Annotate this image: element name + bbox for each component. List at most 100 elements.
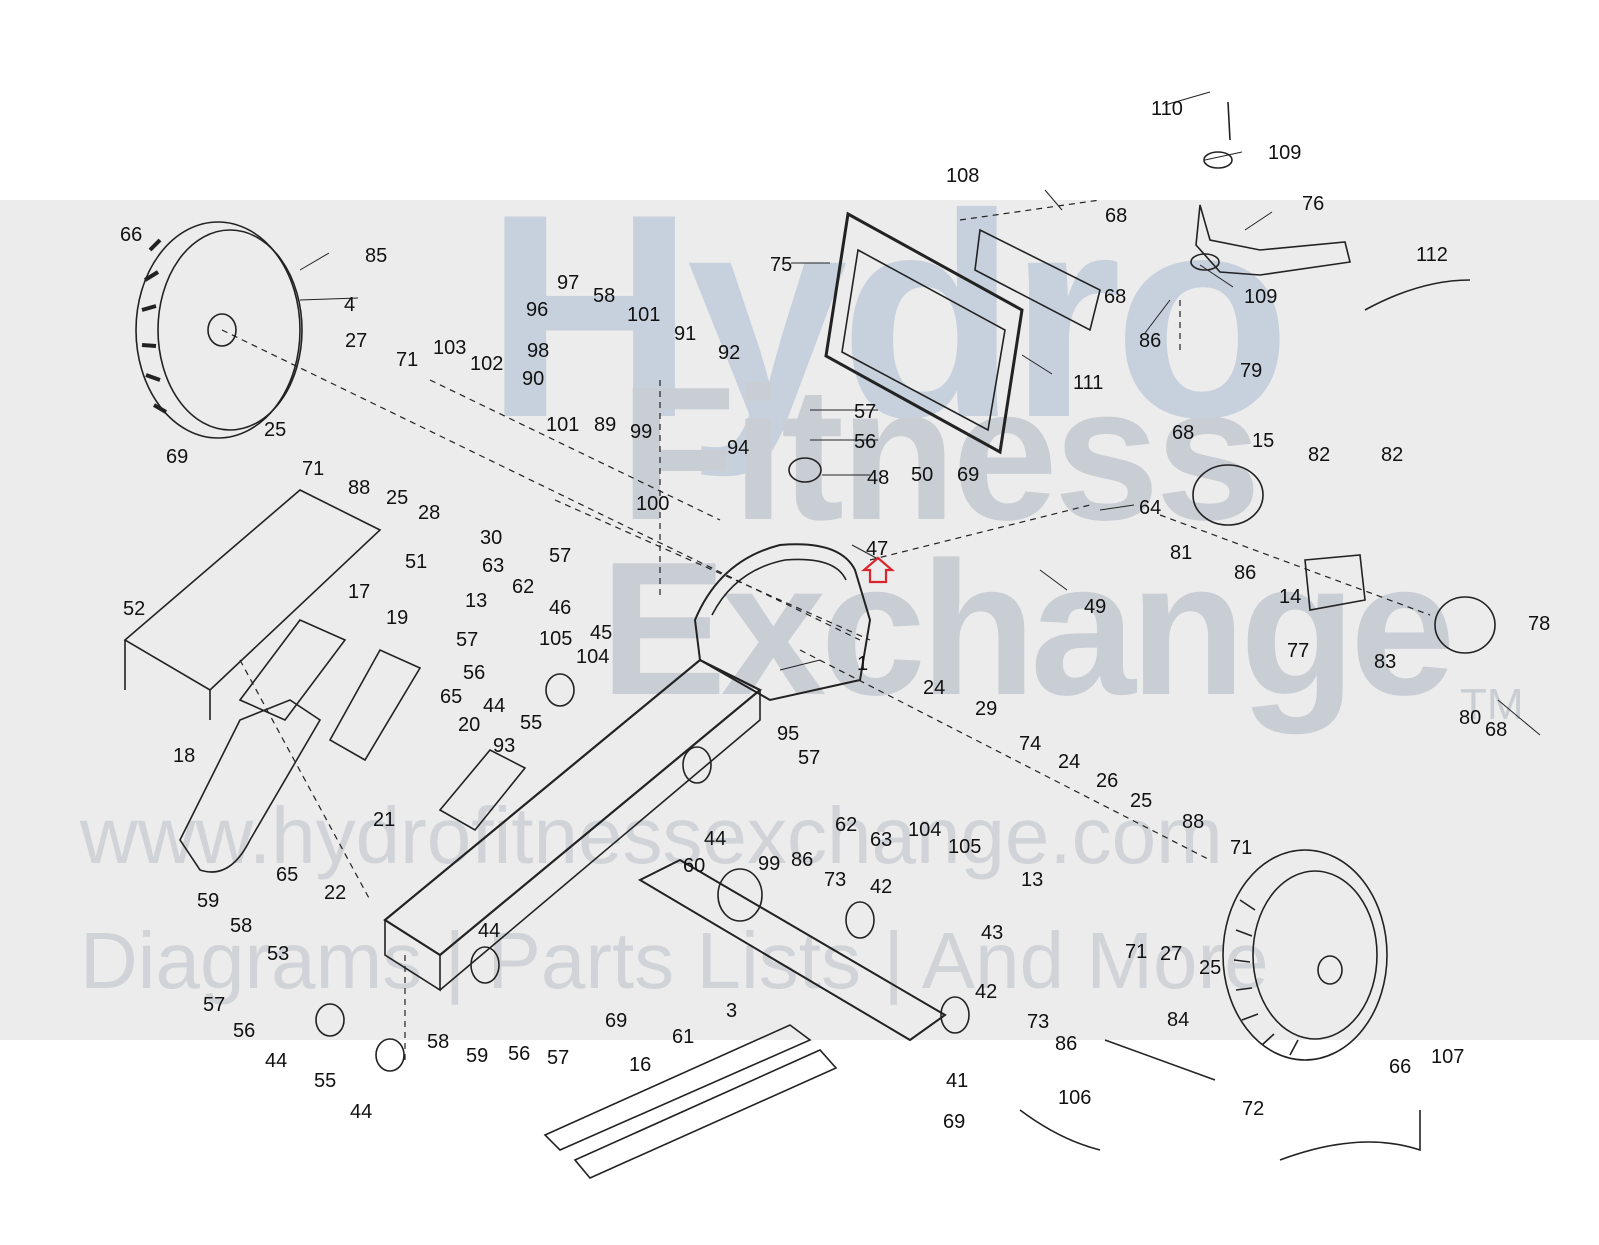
callout-18: 18 xyxy=(173,745,195,767)
callout-91: 91 xyxy=(674,323,696,345)
callout-101: 101 xyxy=(546,414,579,436)
callout-65: 65 xyxy=(440,686,462,708)
callout-13: 13 xyxy=(1021,869,1043,891)
handlebar xyxy=(1190,101,1351,276)
callout-89: 89 xyxy=(594,414,616,436)
callout-107: 107 xyxy=(1431,1046,1464,1068)
callout-25: 25 xyxy=(386,487,408,509)
part-drawings xyxy=(123,91,1541,1179)
callout-76: 76 xyxy=(1302,193,1324,215)
callout-44: 44 xyxy=(478,920,500,942)
callout-73: 73 xyxy=(824,869,846,891)
callout-46: 46 xyxy=(549,597,571,619)
callout-27: 27 xyxy=(345,330,367,352)
callout-47: 47 xyxy=(866,538,888,560)
callout-97: 97 xyxy=(557,272,579,294)
callout-108: 108 xyxy=(946,165,979,187)
callout-80: 80 xyxy=(1459,707,1481,729)
callout-56: 56 xyxy=(508,1043,530,1065)
callout-66: 66 xyxy=(120,224,142,246)
callout-82: 82 xyxy=(1308,444,1330,466)
callout-57: 57 xyxy=(798,747,820,769)
callout-59: 59 xyxy=(197,890,219,912)
callout-1: 1 xyxy=(857,653,868,675)
callout-57: 57 xyxy=(203,994,225,1016)
leader-lines xyxy=(299,91,1541,736)
callout-88: 88 xyxy=(348,477,370,499)
callout-58: 58 xyxy=(230,915,252,937)
callout-78: 78 xyxy=(1528,613,1550,635)
callout-51: 51 xyxy=(405,551,427,573)
callout-104: 104 xyxy=(908,819,941,841)
rollers xyxy=(315,457,970,1072)
callout-109: 109 xyxy=(1244,286,1277,308)
callout-69: 69 xyxy=(943,1111,965,1133)
callout-88: 88 xyxy=(1182,811,1204,833)
right-fan-wheel xyxy=(1222,849,1388,1061)
callout-45: 45 xyxy=(590,622,612,644)
callout-4: 4 xyxy=(344,294,355,316)
callout-86: 86 xyxy=(1234,562,1256,584)
center-housing xyxy=(693,543,872,702)
callout-66: 66 xyxy=(1389,1056,1411,1078)
callout-81: 81 xyxy=(1170,542,1192,564)
callout-105: 105 xyxy=(948,836,981,858)
callout-100: 100 xyxy=(636,493,669,515)
callout-86: 86 xyxy=(1139,330,1161,352)
rear-stabilizer xyxy=(637,858,947,1042)
callout-52: 52 xyxy=(123,598,145,620)
callout-69: 69 xyxy=(166,446,188,468)
callout-16: 16 xyxy=(629,1054,651,1076)
callout-58: 58 xyxy=(427,1031,449,1053)
callout-56: 56 xyxy=(233,1020,255,1042)
callout-111: 111 xyxy=(1073,372,1103,394)
callout-68: 68 xyxy=(1104,286,1126,308)
callout-61: 61 xyxy=(672,1026,694,1048)
callout-90: 90 xyxy=(522,368,544,390)
callout-57: 57 xyxy=(549,545,571,567)
callout-48: 48 xyxy=(867,467,889,489)
callout-49: 49 xyxy=(1084,596,1106,618)
callout-77: 77 xyxy=(1287,640,1309,662)
pedal-arms xyxy=(179,619,527,873)
callout-58: 58 xyxy=(593,285,615,307)
callout-73: 73 xyxy=(1027,1011,1049,1033)
callout-60: 60 xyxy=(683,855,705,877)
callout-96: 96 xyxy=(526,299,548,321)
callout-14: 14 xyxy=(1279,586,1301,608)
console xyxy=(824,211,1101,455)
assembly-lines xyxy=(221,199,1431,1060)
callout-56: 56 xyxy=(854,431,876,453)
callout-62: 62 xyxy=(512,576,534,598)
callout-27: 27 xyxy=(1160,943,1182,965)
callout-104: 104 xyxy=(576,646,609,668)
callout-98: 98 xyxy=(527,340,549,362)
callout-26: 26 xyxy=(1096,770,1118,792)
callout-17: 17 xyxy=(348,581,370,603)
callout-106: 106 xyxy=(1058,1087,1091,1109)
main-frame xyxy=(383,658,763,992)
callout-41: 41 xyxy=(946,1070,968,1092)
left-fan-wheel xyxy=(135,221,303,439)
callout-68: 68 xyxy=(1172,422,1194,444)
callout-44: 44 xyxy=(704,828,726,850)
callout-15: 15 xyxy=(1252,430,1274,452)
callout-19: 19 xyxy=(386,607,408,629)
callout-92: 92 xyxy=(718,342,740,364)
callout-72: 72 xyxy=(1242,1098,1264,1120)
callout-63: 63 xyxy=(482,555,504,577)
callout-75: 75 xyxy=(770,254,792,276)
callout-55: 55 xyxy=(314,1070,336,1092)
callout-43: 43 xyxy=(981,922,1003,944)
callout-82: 82 xyxy=(1381,444,1403,466)
callout-25: 25 xyxy=(1199,957,1221,979)
callout-53: 53 xyxy=(267,943,289,965)
callout-102: 102 xyxy=(470,353,503,375)
callout-42: 42 xyxy=(975,981,997,1003)
callout-71: 71 xyxy=(1125,941,1147,963)
callout-50: 50 xyxy=(911,464,933,486)
callout-86: 86 xyxy=(791,849,813,871)
callout-71: 71 xyxy=(1230,837,1252,859)
callout-110: 110 xyxy=(1151,98,1183,120)
